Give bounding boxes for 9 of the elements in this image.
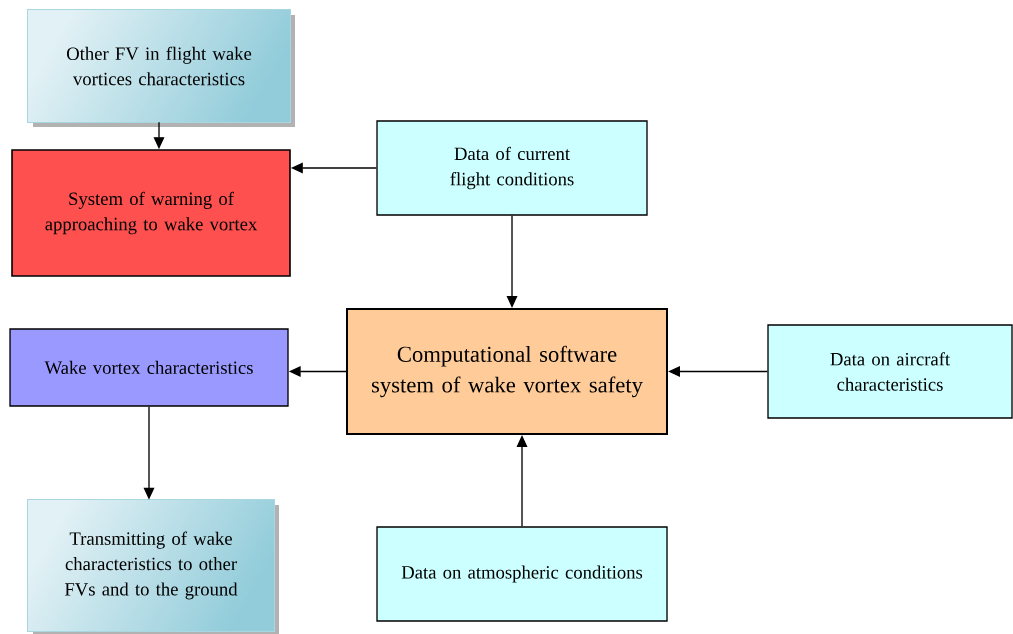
info-box: Other FV in flight wake vortices characteristics — [27, 9, 295, 127]
data-box: Data on aircraft characteristics — [767, 324, 1013, 419]
data-box: Data of current flight conditions — [376, 120, 648, 216]
data-box: Data on atmospheric conditions — [376, 526, 668, 622]
central-box: Computational software system of wake vortex safety — [346, 308, 668, 435]
arrow — [516, 435, 528, 527]
warning-box: System of warning of approaching to wake vortex — [11, 149, 291, 277]
process-box: Wake vortex characteristics — [9, 328, 289, 407]
info-box: Transmitting of wake characteristics to other FVs and to the ground — [27, 499, 279, 634]
